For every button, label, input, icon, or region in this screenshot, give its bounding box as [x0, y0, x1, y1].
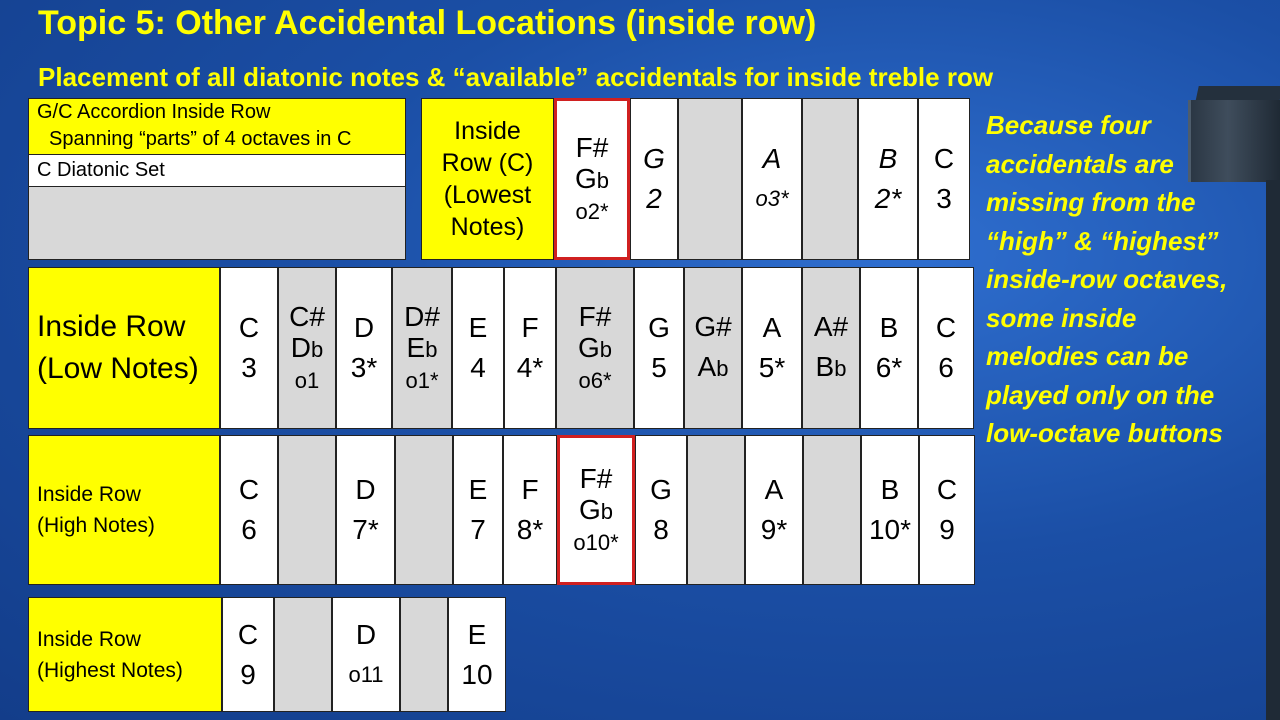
row-label: Inside Row (High Notes) [28, 435, 220, 585]
empty-cell [678, 98, 742, 260]
empty-cell [802, 98, 858, 260]
empty-cell [274, 597, 332, 712]
legend-line-2: Spanning “parts” of 4 octaves in C [49, 128, 352, 150]
legend-line-1: G/C Accordion Inside Row [37, 101, 271, 123]
row-label: Inside Row (Highest Notes) [28, 597, 222, 712]
empty-cell [395, 435, 453, 585]
legend-diatonic-set: C Diatonic Set [29, 155, 405, 187]
empty-cell [687, 435, 745, 585]
row-label: Inside Row (C) (Lowest Notes) [421, 98, 554, 260]
lamp-post-graphic [1266, 180, 1280, 720]
note-cell: A#Bb [802, 267, 860, 429]
legend-header: G/C Accordion Inside Row Spanning “parts… [29, 99, 405, 155]
empty-cell [278, 435, 336, 585]
side-note: Because four accidentals are missing fro… [986, 110, 1228, 448]
empty-cell [400, 597, 448, 712]
slide-title: Topic 5: Other Accidental Locations (ins… [38, 4, 817, 42]
note-cell: G#Ab [684, 267, 742, 429]
slide-subtitle: Placement of all diatonic notes & “avail… [38, 62, 994, 92]
legend-box: G/C Accordion Inside Row Spanning “parts… [28, 98, 406, 260]
street-lamp-graphic [1188, 100, 1280, 182]
row-label: Inside Row (Low Notes) [28, 267, 220, 429]
empty-cell [803, 435, 861, 585]
